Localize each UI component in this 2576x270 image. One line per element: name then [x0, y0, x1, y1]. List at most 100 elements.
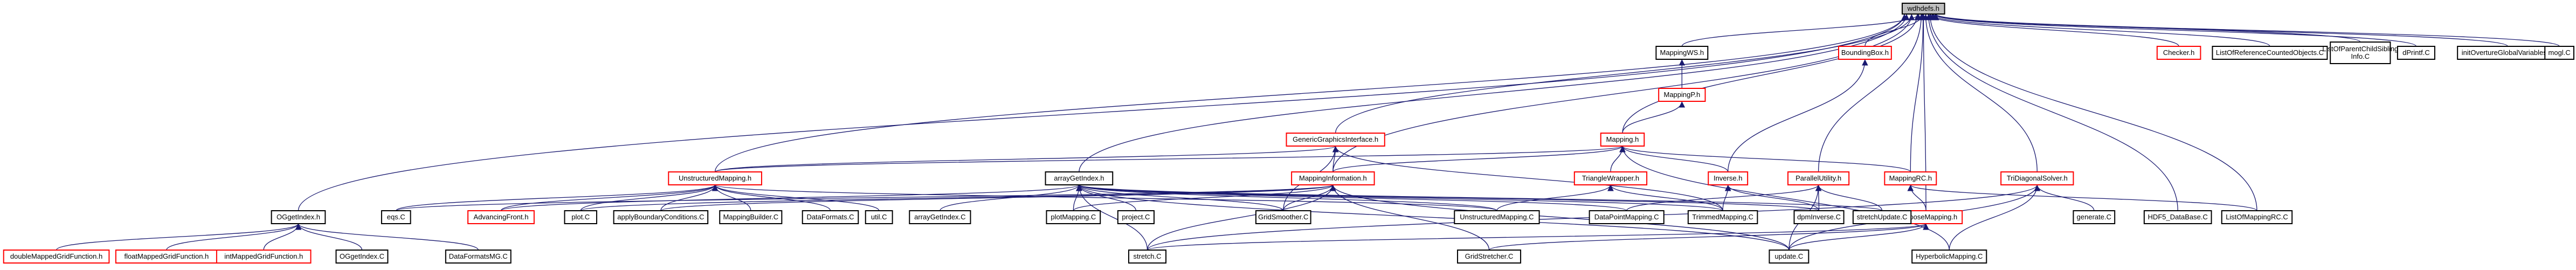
- node-MappingP[interactable]: MappingP.h: [1658, 88, 1706, 102]
- edge-MappingInfo-to-Mapping: [1332, 146, 1626, 172]
- edge-Mapping-to-MappingP: [1622, 101, 1686, 134]
- node-box: [1045, 171, 1114, 185]
- node-box: [3, 250, 110, 264]
- edges-layer: [56, 13, 2560, 251]
- edge-HyperbolicMapping-to-Mapping: [1619, 146, 1950, 251]
- node-box: [467, 210, 535, 224]
- node-project[interactable]: project.C: [1117, 210, 1155, 224]
- node-ParallelUtil[interactable]: ParallelUtility.h: [1787, 171, 1850, 185]
- node-label: util.C: [871, 213, 887, 221]
- node-doubleMGF[interactable]: doubleMappedGridFunction.h: [3, 250, 110, 264]
- node-applyBC[interactable]: applyBoundaryConditions.C: [613, 210, 709, 224]
- edge-GridStretcher-to-ComposeMapping: [1488, 223, 1929, 251]
- node-label: plotMapping.C: [1051, 213, 1096, 221]
- node-box: [2143, 210, 2212, 224]
- node-ListOfRef[interactable]: ListOfReferenceCountedObjects.C: [2212, 46, 2328, 60]
- node-box: [1255, 210, 1311, 224]
- node-util[interactable]: util.C: [865, 210, 893, 224]
- node-label: intMappedGridFunction.h: [224, 252, 303, 260]
- node-HyperbolicMapping[interactable]: HyperbolicMapping.C: [1911, 250, 1987, 264]
- edge-Inverse-to-BoundingBox: [1728, 59, 1868, 172]
- node-label: TriDiagonalSolver.h: [2007, 174, 2068, 182]
- edge-UnstrMapH-to-Mapping: [714, 146, 1626, 172]
- node-label: MappingInformation.h: [1299, 174, 1367, 182]
- node-mogl[interactable]: mogl.C: [2544, 46, 2575, 60]
- node-Checker[interactable]: Checker.h: [2156, 46, 2201, 60]
- node-AdvFront[interactable]: AdvancingFront.h: [467, 210, 535, 224]
- node-label: floatMappedGridFunction.h: [124, 252, 209, 260]
- node-GridSmoother[interactable]: GridSmoother.C: [1255, 210, 1311, 224]
- node-label: ListOfParentChildSibling: [2322, 45, 2398, 53]
- node-plot[interactable]: plot.C: [564, 210, 597, 224]
- node-MappingBuilder[interactable]: MappingBuilder.C: [719, 210, 783, 224]
- node-floatMGF[interactable]: floatMappedGridFunction.h: [115, 250, 218, 264]
- node-label: Mapping.h: [1606, 135, 1639, 143]
- edge-ParallelUtil-to-wdhdefs: [1818, 13, 1925, 172]
- node-UnstrMapC[interactable]: UnstructuredMapping.C: [1454, 210, 1540, 224]
- node-OGgetIndexC[interactable]: OGgetIndex.C: [335, 250, 389, 264]
- node-Mapping[interactable]: Mapping.h: [1600, 133, 1645, 147]
- node-box: [2397, 46, 2435, 60]
- node-label: Info.C: [2351, 52, 2370, 60]
- node-label: eqs.C: [387, 213, 405, 221]
- node-plotMapping[interactable]: plotMapping.C: [1046, 210, 1101, 224]
- node-TriangleWrapper[interactable]: TriangleWrapper.h: [1573, 171, 1648, 185]
- node-wdhdefs[interactable]: wdhdefs.h: [1901, 3, 1945, 15]
- edge-ListOfMappingRC-to-wdhdefs: [1926, 13, 2257, 211]
- node-HDF5[interactable]: HDF5_DataBase.C: [2143, 210, 2212, 224]
- node-dpmInverse[interactable]: dpmInverse.C: [1793, 210, 1845, 224]
- node-update[interactable]: update.C: [1769, 250, 1810, 264]
- node-OGgetIndexH[interactable]: OGgetIndex.h: [271, 210, 326, 224]
- node-MappingInfo[interactable]: MappingInformation.h: [1291, 171, 1375, 185]
- node-GenericGI[interactable]: GenericGraphicsInterface.h: [1286, 133, 1385, 147]
- node-box: [1600, 133, 1645, 147]
- node-generate[interactable]: generate.C: [2073, 210, 2116, 224]
- node-box: [1911, 250, 1987, 264]
- node-box: [2073, 210, 2116, 224]
- edge-dPrintf-to-wdhdefs: [1930, 13, 2417, 47]
- node-label: GridStretcher.C: [1465, 252, 1514, 260]
- node-Inverse[interactable]: Inverse.h: [1708, 171, 1749, 185]
- node-DataPointMapping[interactable]: DataPointMapping.C: [1589, 210, 1665, 224]
- node-initOverture[interactable]: initOvertureGlobalVariables.C: [2457, 46, 2559, 60]
- edge-eqs-to-UnstrMapH: [396, 184, 719, 211]
- node-box: [909, 210, 971, 224]
- node-label: OGgetIndex.h: [277, 213, 320, 221]
- edge-doubleMGF-to-OGgetIndexH: [56, 223, 302, 251]
- node-box: [2156, 46, 2201, 60]
- node-arrayGetIndexH[interactable]: arrayGetIndex.h: [1045, 171, 1114, 185]
- node-DataFormats[interactable]: DataFormats.C: [802, 210, 859, 224]
- node-box: [802, 210, 859, 224]
- node-box: [1573, 171, 1648, 185]
- node-label: TriangleWrapper.h: [1582, 174, 1639, 182]
- node-BoundingBox[interactable]: BoundingBox.h: [1838, 46, 1892, 60]
- node-arrayGetIndexC[interactable]: arrayGetIndex.C: [909, 210, 971, 224]
- node-eqs[interactable]: eqs.C: [381, 210, 411, 224]
- node-UnstrMapH[interactable]: UnstructuredMapping.h: [668, 171, 762, 185]
- node-box: [216, 250, 312, 264]
- node-dPrintf[interactable]: dPrintf.C: [2397, 46, 2435, 60]
- edge-Mapping-to-wdhdefs: [1622, 13, 1921, 134]
- node-ListOfMappingRC[interactable]: ListOfMappingRC.C: [2221, 210, 2293, 224]
- node-stretch[interactable]: stretch.C: [1128, 250, 1167, 264]
- node-MappingWS[interactable]: MappingWS.h: [1655, 46, 1709, 60]
- edge-dpmInverse-to-Inverse: [1724, 184, 1820, 211]
- node-stretchUpdate[interactable]: stretchUpdate.C: [1852, 210, 1912, 224]
- edge-ListOfMappingRC-to-MappingRC: [1907, 184, 2257, 211]
- edge-plotMapping-to-MappingInfo: [1073, 184, 1336, 211]
- edge-ListOfRef-to-wdhdefs: [1927, 13, 2270, 47]
- node-TrimmedMapping[interactable]: TrimmedMapping.C: [1687, 210, 1758, 224]
- node-box: [2544, 46, 2575, 60]
- node-DataFormatsMG[interactable]: DataFormatsMG.C: [445, 250, 512, 264]
- node-GridStretcher[interactable]: GridStretcher.C: [1457, 250, 1522, 264]
- node-TriGen[interactable]: TriDiagonalSolver.h: [2000, 171, 2074, 185]
- node-MappingRC[interactable]: MappingRC.h: [1884, 171, 1937, 185]
- edge-UnstrMapH-to-GenericGI: [714, 146, 1338, 172]
- node-box: [2212, 46, 2328, 60]
- node-intMGF[interactable]: intMappedGridFunction.h: [216, 250, 312, 264]
- node-box: [1128, 250, 1167, 264]
- edge-MappingRC-to-Mapping: [1619, 146, 1911, 172]
- node-label: MappingP.h: [1663, 91, 1700, 99]
